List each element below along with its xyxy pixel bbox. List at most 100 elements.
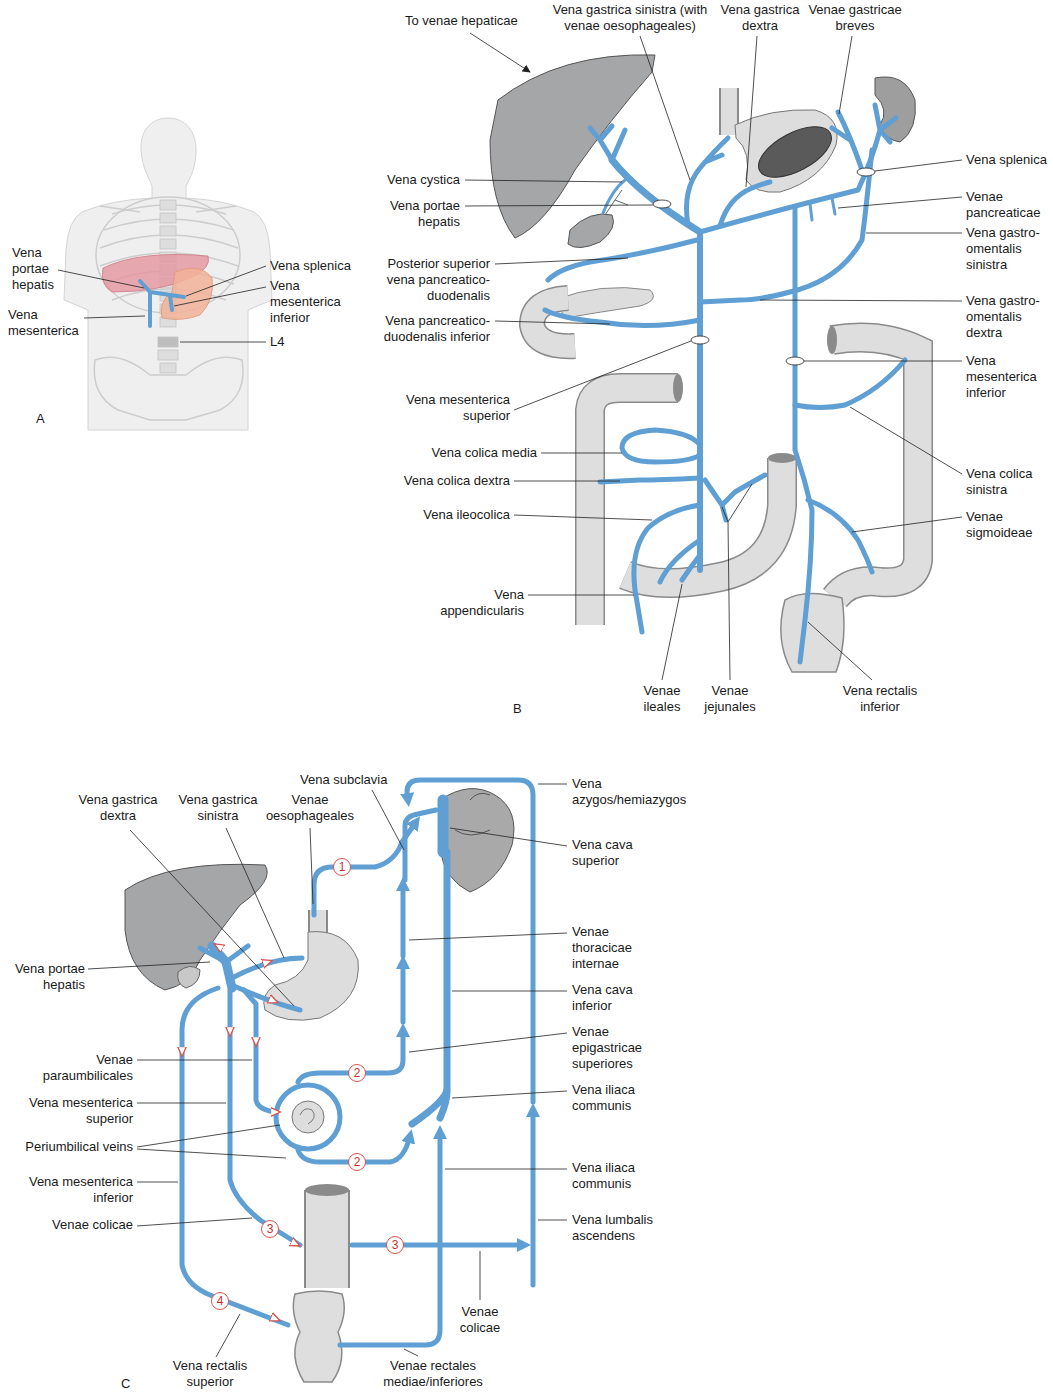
callout-number: 1 — [333, 858, 351, 876]
collateral-veins — [405, 810, 436, 880]
abdominal-organs — [832, 338, 918, 598]
leader-line — [538, 784, 567, 785]
portal-veins — [697, 232, 703, 570]
torso-figure — [140, 281, 184, 326]
vein-label: Vena mesenterica superior — [23, 1095, 133, 1127]
abdominal-organs — [781, 593, 844, 672]
torso-figure — [160, 213, 176, 223]
vein-label: Venae colicae — [445, 1304, 515, 1336]
portal-veins — [786, 357, 804, 365]
shunt-organs — [304, 1190, 350, 1288]
portal-veins — [705, 475, 765, 520]
leader-line — [662, 584, 682, 680]
leader-line — [514, 481, 620, 482]
portal-veins — [832, 112, 862, 170]
vein-label: Venae ileales — [632, 683, 692, 715]
vein-label: Venae pancreaticae — [966, 189, 1050, 221]
leader-line — [137, 1218, 252, 1226]
vein-label: Vena subclavia — [300, 772, 400, 788]
leader-line — [760, 300, 962, 301]
leader-line — [722, 484, 752, 680]
reversed-flow-arrow — [218, 946, 228, 952]
vein-label: Vena cystica — [340, 172, 460, 188]
leader-line — [746, 36, 757, 187]
portal-veins — [687, 138, 729, 225]
torso-figure — [64, 118, 272, 430]
leader-line — [514, 341, 691, 410]
leader-line — [514, 515, 652, 520]
shunt-organs — [125, 789, 514, 1382]
callout-number: 3 — [261, 1220, 279, 1238]
leader-line — [538, 1220, 567, 1221]
abdominal-organs — [555, 288, 653, 318]
torso-figure — [94, 357, 243, 420]
vein-label: Venae thoracicae internae — [572, 924, 662, 972]
vein-label: Venae paraumbilicales — [33, 1052, 133, 1084]
portal-veins — [700, 150, 872, 302]
leader-line — [130, 830, 294, 1006]
leader-line — [174, 287, 266, 306]
vein-label: Vena splenica — [270, 258, 370, 274]
reversed-flow-arrow — [264, 1314, 276, 1319]
torso-figure — [158, 350, 178, 360]
vein-label: Periumbilical veins — [3, 1139, 133, 1155]
reversed-flow-arrow — [264, 1112, 276, 1113]
collateral-veins — [232, 958, 302, 978]
portal-veins — [622, 430, 700, 462]
shunt-organs — [292, 1101, 324, 1133]
leader-line — [409, 933, 567, 940]
vein-label: Vena appendicularis — [434, 587, 524, 619]
leader-line — [226, 828, 284, 958]
abdominal-organs — [721, 88, 737, 135]
collateral-veins — [407, 780, 533, 1102]
leader-line — [875, 160, 962, 171]
vein-label: Vena gastrica dextra — [76, 792, 161, 824]
vein-label: Vena colica media — [407, 445, 537, 461]
leader-line — [409, 1033, 567, 1052]
shunt-organs — [300, 1109, 314, 1124]
callout-number: 3 — [386, 1236, 404, 1254]
panel-letter: B — [513, 701, 533, 717]
shunt-organs — [440, 789, 514, 892]
vein-label: Vena mesenterica — [8, 307, 80, 339]
collateral-veins — [212, 946, 232, 988]
shunt-organs — [455, 793, 490, 835]
abdominal-organs — [625, 458, 782, 583]
leader-line — [866, 233, 962, 234]
vein-label: Venae sigmoideae — [966, 509, 1050, 541]
panel-letter: C — [121, 1376, 141, 1392]
leader-line — [372, 790, 404, 850]
vein-label: Venae gastricae breves — [805, 2, 905, 34]
leader-line — [528, 595, 634, 596]
vein-label: To venae hepaticae — [405, 13, 545, 29]
collateral-veins — [412, 852, 447, 1124]
portal-veins — [603, 180, 625, 213]
leader-line — [186, 266, 266, 296]
vein-label: Vena iliaca communis — [572, 1160, 662, 1192]
callout-number: 2 — [348, 1064, 366, 1082]
leader-line — [838, 197, 962, 208]
portal-veins — [810, 198, 835, 220]
reversed-flow-arrow — [262, 996, 274, 1001]
collateral-veins — [182, 988, 288, 1325]
shunt-organs — [293, 1291, 344, 1382]
collateral-veins — [401, 962, 406, 1022]
leader-line — [850, 407, 962, 474]
vein-label: L4 — [270, 334, 310, 350]
leader-line — [495, 321, 610, 324]
portal-veins — [691, 336, 709, 344]
vein-label: Vena iliaca communis — [572, 1082, 662, 1114]
leader-line — [808, 622, 872, 680]
vein-label: Vena gastro-omentalis sinistra — [966, 225, 1050, 273]
reversed-flow-arrow — [182, 1040, 183, 1052]
leader-line — [84, 316, 145, 318]
reversed-flow-arrow — [256, 962, 268, 966]
panel-letter: A — [36, 411, 56, 427]
leader-line — [216, 1314, 240, 1357]
collateral-veins — [244, 990, 276, 1112]
portal-veins — [545, 105, 905, 662]
vein-label: Vena gastrica dextra — [718, 2, 803, 34]
vein-label: Vena splenica — [966, 152, 1050, 168]
vein-label: Vena lumbalis ascendens — [572, 1212, 672, 1244]
